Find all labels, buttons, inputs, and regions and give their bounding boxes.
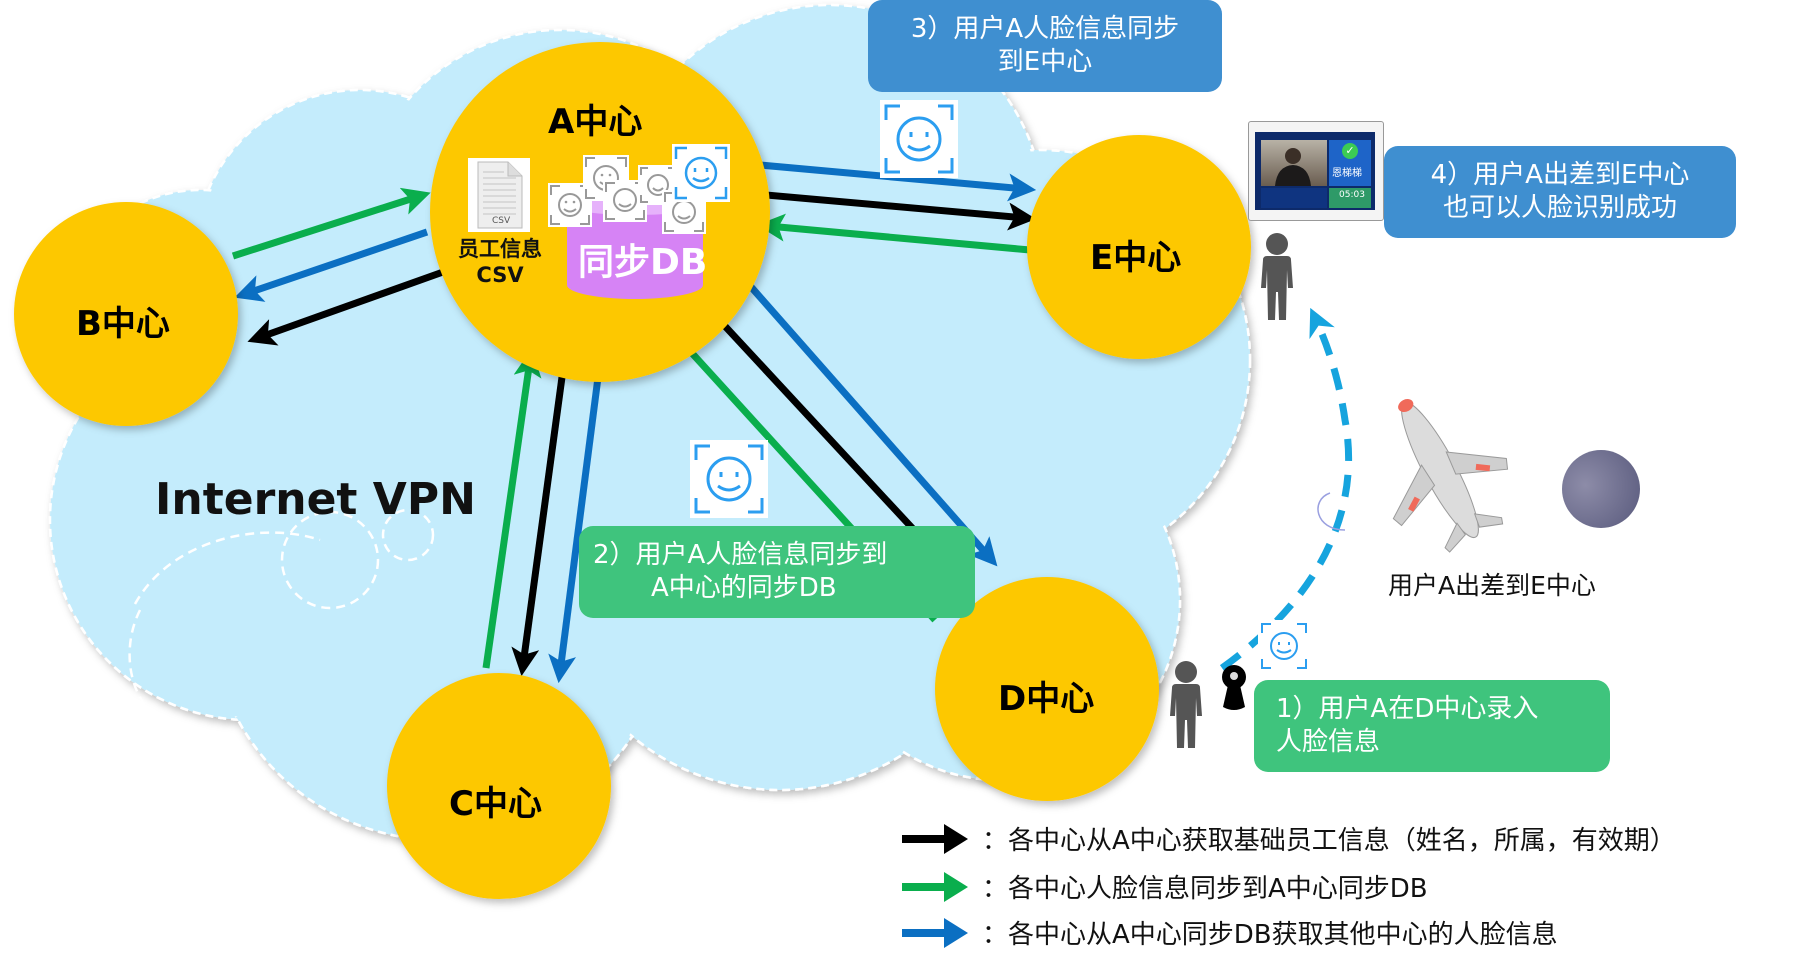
callout-step4-line1: 4）用户A出差到E中心 xyxy=(1430,160,1690,190)
node-e-label: E中心 xyxy=(1090,238,1182,278)
callout-step1-line2: 人脸信息 xyxy=(1276,727,1381,757)
node-d-label: D中心 xyxy=(998,679,1095,719)
callout-step4: 4）用户A出差到E中心 也可以人脸识别成功 xyxy=(1384,146,1736,238)
terminal-camera-feed xyxy=(1261,140,1327,186)
callout-step2: 2）用户A人脸信息同步到 A中心的同步DB xyxy=(579,526,975,618)
arrow-a-to-d-black xyxy=(707,307,948,567)
person-icon-at-d xyxy=(1164,660,1208,756)
terminal-name: 恩梯梯 xyxy=(1332,168,1362,179)
csv-icon-text: CSV xyxy=(492,216,511,226)
flight-swoosh xyxy=(1317,492,1346,531)
network-label: Internet VPN xyxy=(155,474,476,525)
node-b-circle xyxy=(14,202,238,426)
arrow-a-to-b-blue xyxy=(234,228,429,302)
airplane-icon xyxy=(1370,385,1510,559)
callout-step4-line2: 也可以人脸识别成功 xyxy=(1442,193,1677,223)
person-photo-icon xyxy=(1275,148,1311,186)
cloud-bubbles xyxy=(128,508,435,722)
node-c-label: C中心 xyxy=(449,784,542,824)
node-d-circle xyxy=(935,577,1159,801)
terminal-result-panel: ✓ 恩梯梯 xyxy=(1329,140,1371,186)
callout-step3-line1: 3）用户A人脸信息同步 xyxy=(910,14,1180,44)
arrow-b-to-a-green xyxy=(231,187,431,260)
legend-item-black: ：各中心从A中心获取基础员工信息（姓名，所属，有效期） xyxy=(900,820,1676,857)
face-terminal-device: ✓ 恩梯梯 05:03 xyxy=(1248,121,1384,221)
travel-path xyxy=(1219,307,1353,671)
node-c-circle xyxy=(387,673,611,899)
face-icon-step1 xyxy=(1258,620,1310,676)
check-icon: ✓ xyxy=(1342,143,1358,159)
node-a-label: A中心 xyxy=(548,102,643,142)
callout-step2-line2: A中心的同步DB xyxy=(651,573,837,603)
legend-text-black: ：各中心从A中心获取基础员工信息（姓名，所属，有效期） xyxy=(982,826,1676,856)
face-icon-blue-a xyxy=(672,144,730,206)
csv-document-icon xyxy=(477,161,523,229)
csv-label: 员工信息 CSV xyxy=(452,236,548,288)
callout-step1-line1: 1）用户A在D中心录入 xyxy=(1276,694,1539,724)
terminal-screen: ✓ 恩梯梯 05:03 xyxy=(1255,132,1375,210)
face-icon-step3 xyxy=(880,100,958,182)
terminal-camera-icon xyxy=(1295,124,1335,138)
arrow-a-to-b-black xyxy=(247,268,445,346)
callout-step1: 1）用户A在D中心录入 人脸信息 xyxy=(1254,680,1610,772)
terminal-time-panel: 05:03 xyxy=(1329,188,1371,208)
node-e-circle xyxy=(1027,135,1251,359)
legend-arrow-blue-icon xyxy=(902,917,968,948)
keyhole-icon xyxy=(1220,663,1250,719)
callout-step2-line1: 2）用户A人脸信息同步到 xyxy=(593,540,888,570)
csv-label-line1: 员工信息 xyxy=(458,237,542,261)
terminal-info-bar xyxy=(1261,188,1327,208)
legend-arrow-black-icon xyxy=(902,823,968,854)
terminal-time: 05:03 xyxy=(1339,190,1365,200)
person-icon-at-e xyxy=(1255,232,1299,328)
arrow-a-to-c-blue xyxy=(548,361,604,684)
callout-step3-line2: 到E中心 xyxy=(997,47,1093,77)
arrow-e-to-a-green xyxy=(756,213,1031,254)
legend-text-blue: ：各中心从A中心同步DB获取其他中心的人脸信息 xyxy=(982,920,1558,950)
legend-item-green: ：各中心人脸信息同步到A中心同步DB xyxy=(900,868,1428,905)
legend-arrow-green-icon xyxy=(902,871,968,902)
sync-db-label: 同步DB xyxy=(578,242,708,283)
callout-step3: 3）用户A人脸信息同步 到E中心 xyxy=(868,0,1222,92)
face-icon-step2 xyxy=(690,440,768,522)
arrow-c-to-a-green xyxy=(482,348,542,669)
csv-file-icon: CSV xyxy=(468,158,530,232)
moon-icon xyxy=(1562,450,1640,528)
arrow-a-to-e-black xyxy=(754,190,1037,231)
travel-label: 用户A出差到E中心 xyxy=(1388,571,1596,600)
node-b-label: B中心 xyxy=(76,304,170,344)
legend-item-blue: ：各中心从A中心同步DB获取其他中心的人脸信息 xyxy=(900,914,1558,951)
arrow-a-to-d-blue xyxy=(742,277,998,567)
legend-text-green: ：各中心人脸信息同步到A中心同步DB xyxy=(982,874,1428,904)
csv-label-line2: CSV xyxy=(476,263,524,287)
arrow-a-to-c-black xyxy=(511,354,569,677)
